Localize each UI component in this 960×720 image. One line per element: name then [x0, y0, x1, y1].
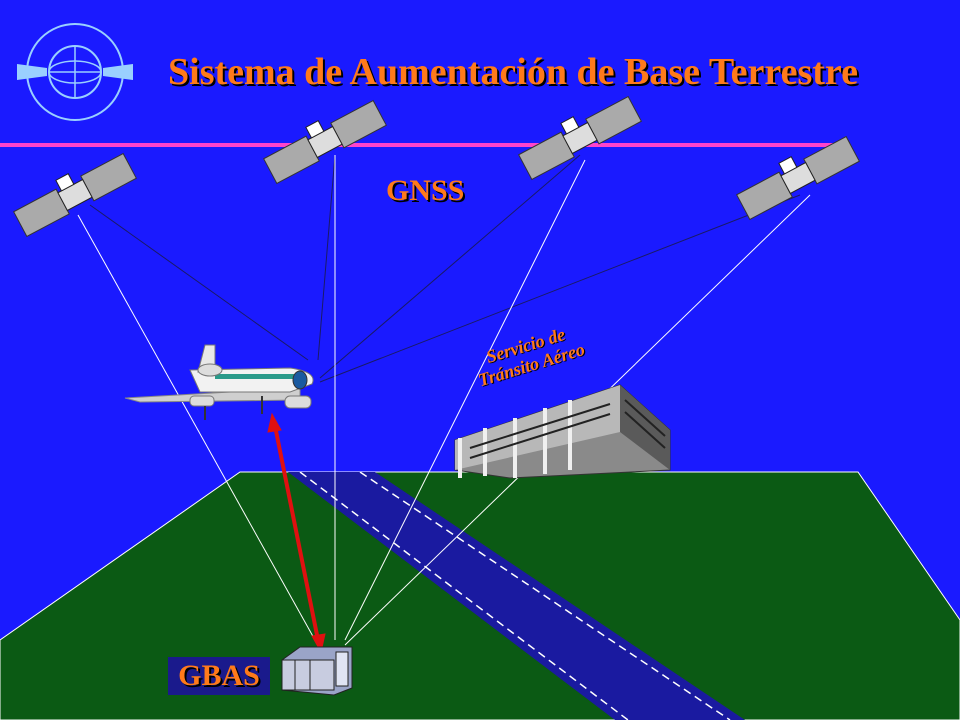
ats-building	[454, 384, 671, 479]
slide-title: Sistema de Aumentación de Base Terrestre	[168, 51, 858, 93]
icao-logo	[17, 23, 133, 121]
sat-to-aircraft-lines	[89, 154, 801, 383]
datalink-arrow	[267, 412, 326, 654]
gbas-station	[281, 646, 353, 696]
satellite-2	[263, 99, 387, 185]
runway	[288, 472, 745, 720]
gbas-label: GBAS	[168, 657, 270, 695]
satellite-3	[518, 95, 642, 181]
satellite-4	[736, 135, 860, 221]
gnss-label: GNSS	[386, 174, 465, 207]
aircraft	[124, 344, 314, 420]
satellite-1	[13, 152, 137, 238]
sat-to-gbas-lines	[77, 155, 811, 646]
